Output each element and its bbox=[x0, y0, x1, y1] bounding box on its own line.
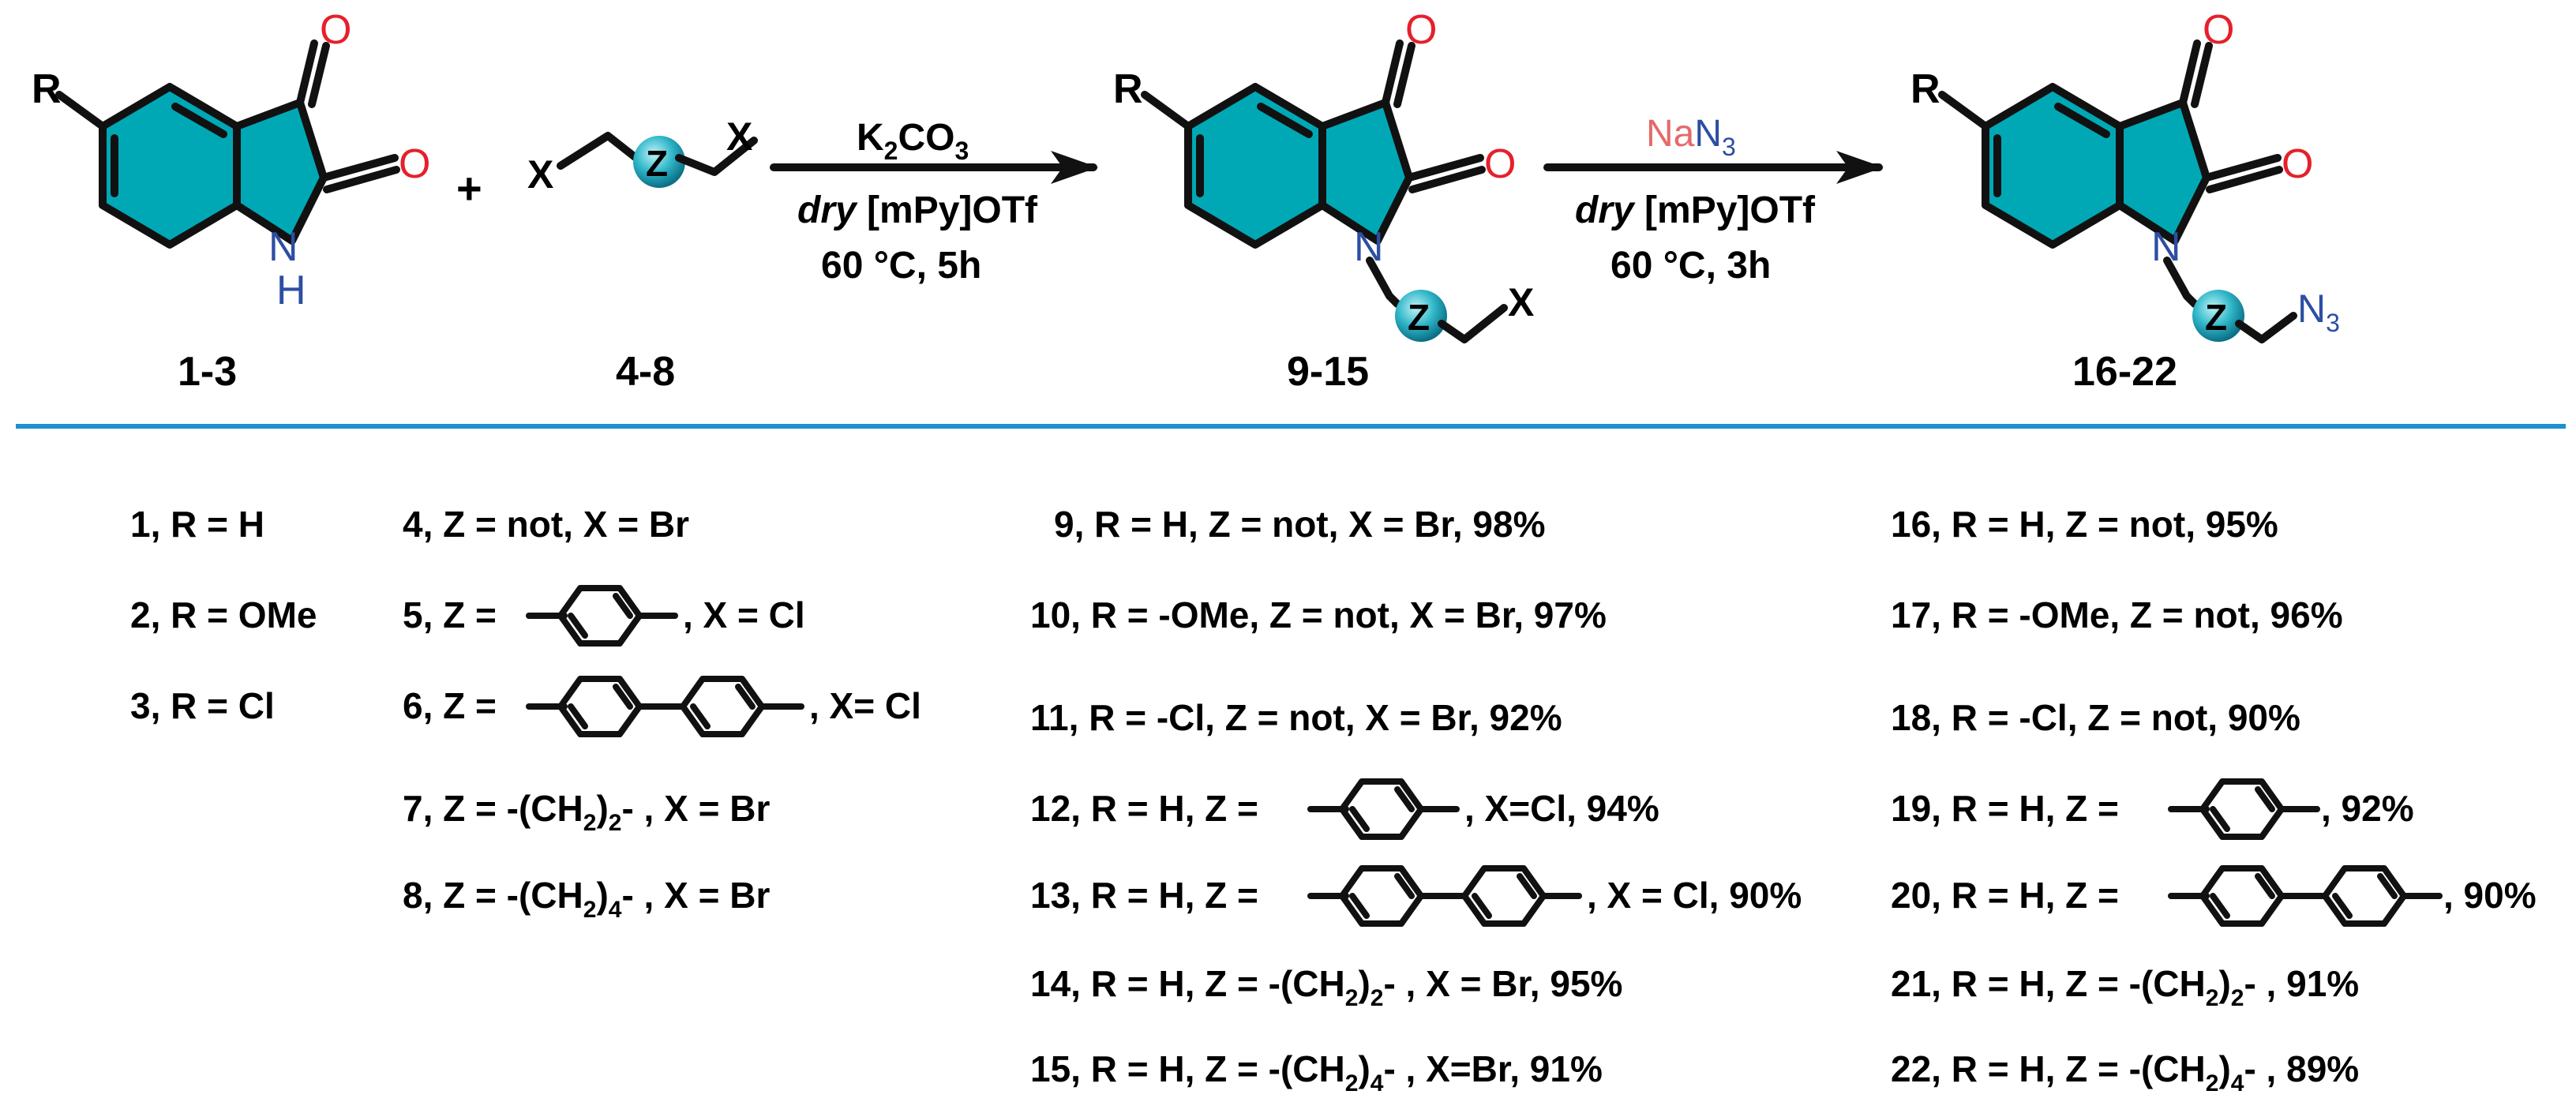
legend-6-tail: , X= Cl bbox=[809, 685, 921, 726]
z-label: Z bbox=[646, 143, 668, 184]
hydrogen-label: H bbox=[276, 268, 306, 313]
intermediate-label: 9-15 bbox=[1287, 349, 1369, 395]
nitrogen-label: N bbox=[268, 224, 298, 270]
legend-3: 3, R = Cl bbox=[130, 685, 275, 726]
biphenylene-icon bbox=[1307, 865, 1582, 927]
legend-7: 7, Z = -(CH2)2- , X = Br bbox=[403, 788, 770, 836]
z-label: Z bbox=[2205, 297, 2227, 338]
legend-20-tail: , 90% bbox=[2443, 875, 2537, 916]
legend-10: 10, R = -OMe, Z = not, X = Br, 97% bbox=[1030, 594, 1607, 635]
legend-19: 19, R = H, Z = bbox=[1891, 788, 2119, 829]
z-bead-icon bbox=[633, 136, 685, 188]
conditions-2: 60 °C, 3h bbox=[1610, 245, 1771, 287]
base-reagent: K2CO3 bbox=[857, 117, 969, 165]
legend-13-tail: , X = Cl, 90% bbox=[1587, 875, 1802, 916]
legend-12: 12, R = H, Z = bbox=[1030, 788, 1258, 829]
leaving-group-label: X bbox=[527, 152, 553, 197]
legend-11: 11, R = -Cl, Z = not, X = Br, 92% bbox=[1030, 697, 1562, 738]
phenylene-icon bbox=[1307, 778, 1460, 840]
r-substituent-label: R bbox=[1910, 66, 1940, 112]
phenylene-icon bbox=[526, 585, 678, 647]
z-bead-icon bbox=[2192, 290, 2244, 342]
nitrogen-label: N bbox=[2151, 224, 2181, 270]
legend-5-tail: , X = Cl bbox=[683, 594, 805, 635]
legend-2: 2, R = OMe bbox=[130, 594, 317, 635]
legend-5: 5, Z = bbox=[403, 594, 497, 635]
legend-1: 1, R = H bbox=[130, 504, 264, 545]
z-bead-icon bbox=[1395, 290, 1447, 342]
legend-18: 18, R = -Cl, Z = not, 90% bbox=[1891, 697, 2300, 738]
legend-21: 21, R = H, Z = -(CH2)2- , 91% bbox=[1891, 963, 2359, 1011]
z-label: Z bbox=[1408, 297, 1430, 338]
legend-22: 22, R = H, Z = -(CH2)4- , 89% bbox=[1891, 1048, 2359, 1096]
product-label: 16-22 bbox=[2072, 349, 2177, 395]
legend-4: 4, Z = not, X = Br bbox=[403, 504, 689, 545]
solvent-1: dry [mPy]OTf bbox=[797, 189, 1038, 231]
isatin-structure: R O O N H bbox=[32, 7, 430, 313]
oxygen-label: O bbox=[320, 7, 351, 53]
leaving-group-label: X bbox=[726, 114, 752, 159]
r-substituent-label: R bbox=[32, 66, 62, 112]
azido-isatin-structure: R O O N Z N3 bbox=[1910, 7, 2340, 343]
biphenylene-icon bbox=[526, 676, 804, 737]
linker-structure: X Z X bbox=[527, 114, 758, 197]
legend-16: 16, R = H, Z = not, 95% bbox=[1891, 504, 2278, 545]
oxygen-label: O bbox=[2282, 141, 2313, 187]
nitrogen-label: N bbox=[1354, 224, 1384, 270]
legend-8: 8, Z = -(CH2)4- , X = Br bbox=[403, 875, 770, 923]
linker-label: 4-8 bbox=[616, 349, 675, 395]
conditions-1: 60 °C, 5h bbox=[821, 245, 981, 287]
legend-15: 15, R = H, Z = -(CH2)4- , X=Br, 91% bbox=[1030, 1048, 1603, 1096]
azide-label: N3 bbox=[2297, 287, 2340, 337]
legend-20: 20, R = H, Z = bbox=[1891, 875, 2119, 916]
legend-9: 9, R = H, Z = not, X = Br, 98% bbox=[1054, 504, 1545, 545]
legend-12-tail: , X=Cl, 94% bbox=[1464, 788, 1659, 829]
biphenylene-icon bbox=[2168, 865, 2443, 927]
n-alkyl-isatin-structure: R O O N Z X bbox=[1113, 7, 1534, 343]
legend-14: 14, R = H, Z = -(CH2)2- , X = Br, 95% bbox=[1030, 963, 1622, 1011]
legend-13: 13, R = H, Z = bbox=[1030, 875, 1258, 916]
oxygen-label: O bbox=[399, 141, 430, 187]
legend-17: 17, R = -OMe, Z = not, 96% bbox=[1891, 594, 2343, 635]
plus-sign: + bbox=[456, 163, 482, 213]
leaving-group-label: X bbox=[1508, 280, 1534, 324]
start-material-label: 1-3 bbox=[178, 349, 237, 395]
solvent-2: dry [mPy]OTf bbox=[1575, 189, 1816, 231]
r-substituent-label: R bbox=[1113, 66, 1143, 112]
legend-6: 6, Z = bbox=[403, 685, 497, 726]
azide-reagent: NaN3 bbox=[1646, 113, 1736, 161]
oxygen-label: O bbox=[1405, 7, 1437, 53]
oxygen-label: O bbox=[2203, 7, 2234, 53]
legend-19-tail: , 92% bbox=[2321, 788, 2414, 829]
oxygen-label: O bbox=[1484, 141, 1516, 187]
phenylene-icon bbox=[2168, 778, 2320, 840]
